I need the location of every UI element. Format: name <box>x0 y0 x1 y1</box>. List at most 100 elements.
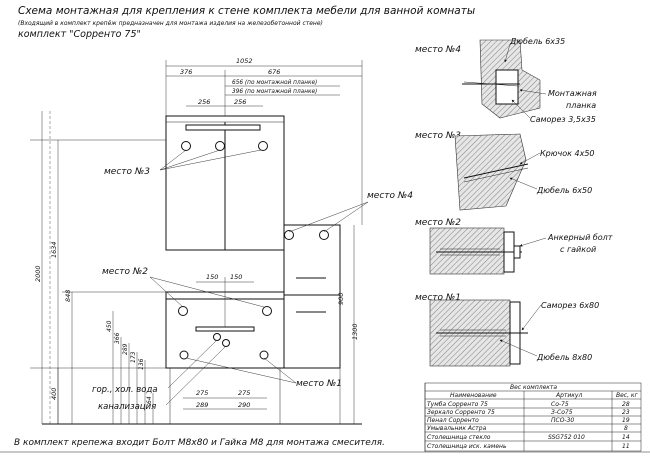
table-row-4-weight: 14 <box>622 434 630 441</box>
table-row-2-article: ПСО-30 <box>551 417 574 424</box>
label-water: гор., хол. вода <box>92 385 158 395</box>
hole-place2-right <box>262 306 272 316</box>
hole-place1-right <box>259 350 269 360</box>
label-place3: место №3 <box>104 167 150 177</box>
diagram-note: (Входящий в комплект крепёж предназначен… <box>18 20 323 27</box>
diagram-title: Схема монтажная для крепления к стене ко… <box>18 5 475 17</box>
table-row-5-weight: 11 <box>622 443 630 450</box>
weight-table: Вес комплекта Наименование Артикул Вес, … <box>424 382 642 452</box>
detail2-item1a: Анкерный болт <box>547 233 613 242</box>
detail4-screw-thread <box>463 81 519 87</box>
hole-place3-mid <box>215 141 225 151</box>
table-row-0-article: Со-75 <box>551 401 569 408</box>
table-row-2-name: Пенал Сорренто <box>427 417 479 424</box>
detail4-item2b: планка <box>566 101 596 110</box>
label-place2: место №2 <box>102 267 148 277</box>
hole-sewer-outlet <box>222 339 230 347</box>
leader-place2-b <box>149 276 265 308</box>
kit-name: комплект "Сорренто 75" <box>18 29 141 40</box>
weight-table-caption: Вес комплекта <box>510 384 557 391</box>
dim-376: 376 <box>180 68 192 76</box>
dim-656: 656 (по монтажной планке) <box>232 80 317 86</box>
detail3-hook <box>463 163 529 179</box>
detail2-wall <box>429 227 505 275</box>
weight-table-header-article: Артикул <box>555 392 582 399</box>
dim-150-b: 150 <box>230 273 242 281</box>
hole-place1-left <box>179 350 189 360</box>
label-place4: место №4 <box>367 191 413 201</box>
dim-400: 400 <box>50 388 58 400</box>
leader-place4-a <box>288 201 369 233</box>
detail3-item2: Дюбель 6х50 <box>536 186 592 195</box>
table-row-4-article: SSG752 010 <box>548 434 585 441</box>
detail4-leader3 <box>511 99 531 119</box>
dim-275-b: 275 <box>238 389 250 397</box>
table-row-0-weight: 28 <box>622 401 630 408</box>
detail2-title: место №2 <box>415 218 461 228</box>
dim-450: 450 <box>106 320 113 332</box>
leader-place1-a <box>185 357 297 384</box>
dim-900: 900 <box>337 293 345 305</box>
leader-place1-b <box>263 357 297 384</box>
detail3-leader1 <box>519 152 541 165</box>
detail2-leader1 <box>519 237 547 247</box>
dim-275-a: 275 <box>196 389 208 397</box>
detail-place2: место №2 Анкерный болт с гайкой <box>415 218 613 275</box>
table-row-5-name: Столешница иск. камень <box>427 443 507 450</box>
table-row-1-article: З-Со75 <box>551 409 573 416</box>
leader-water <box>167 339 218 389</box>
detail3-item1: Крючок 4х50 <box>540 149 595 158</box>
leader-place2-a <box>149 276 184 308</box>
hole-place2-left <box>178 306 188 316</box>
hole-place4-right <box>319 230 329 240</box>
detail3-title: место №3 <box>415 131 461 141</box>
table-row-1-name: Зеркало Сорренто 75 <box>427 409 495 416</box>
detail1-item1: Саморез 6х80 <box>541 301 599 310</box>
hole-water-inlet <box>213 333 221 341</box>
dim-396: 396 (по монтажной планке) <box>232 89 317 95</box>
dim-289: 289 <box>122 343 129 355</box>
dim-150-a: 150 <box>206 273 218 281</box>
detail3-hook-thread <box>463 167 529 183</box>
detail2-nut <box>513 245 521 259</box>
detail4-item1: Дюбель 6х35 <box>509 37 565 46</box>
dim-2000: 2000 <box>34 265 42 282</box>
detail1-leader1 <box>521 304 542 331</box>
detail4-leader2 <box>519 89 547 95</box>
leader-place3-c <box>159 149 262 171</box>
dim-1052: 1052 <box>236 57 253 65</box>
dim-366: 366 <box>114 332 121 344</box>
hole-place4-left <box>284 230 294 240</box>
detail1-item2: Дюбель 8х80 <box>536 353 592 362</box>
detail4-item2a: Монтажная <box>548 89 597 98</box>
label-place1: место №1 <box>296 379 342 389</box>
dim-289-w: 289 <box>196 401 208 409</box>
dim-290-w: 290 <box>238 401 250 409</box>
dim-676: 676 <box>268 68 280 76</box>
label-sewer: канализация <box>98 402 156 412</box>
table-row-3-weight: 8 <box>624 425 628 432</box>
detail4-item3: Саморез 3,5х35 <box>530 115 596 124</box>
detail4-title: место №4 <box>415 45 461 55</box>
table-row-1-weight: 23 <box>622 409 630 416</box>
detail-place1: место №1 Саморез 6х80 Дюбель 8х80 <box>415 293 599 367</box>
table-row-4-name: Столешница стекло <box>427 434 491 441</box>
detail-place4: место №4 Дюбель 6х35 Монтажная планка Са… <box>415 37 597 124</box>
leader-sewer <box>165 345 227 406</box>
detail2-item1b: с гайкой <box>560 245 596 254</box>
dim-64: 64 <box>146 396 153 404</box>
leader-place3-b <box>159 149 221 171</box>
dim-136: 136 <box>138 358 145 370</box>
vanity-shelf <box>195 326 255 332</box>
hole-place3-right <box>258 141 268 151</box>
footer-note: В комплект крепежа входит Болт М8х80 и Г… <box>14 438 385 448</box>
hole-place3-left <box>181 141 191 151</box>
weight-table-frame <box>424 382 642 452</box>
detail1-title: место №1 <box>415 293 461 303</box>
weight-table-header-name: Наименование <box>450 392 497 399</box>
leader-place3-a <box>159 149 187 171</box>
table-row-0-name: Тумба Сорренто 75 <box>427 401 488 408</box>
dim-1300: 1300 <box>351 323 359 340</box>
table-row-3-name: Умывальник Астра <box>427 425 487 432</box>
